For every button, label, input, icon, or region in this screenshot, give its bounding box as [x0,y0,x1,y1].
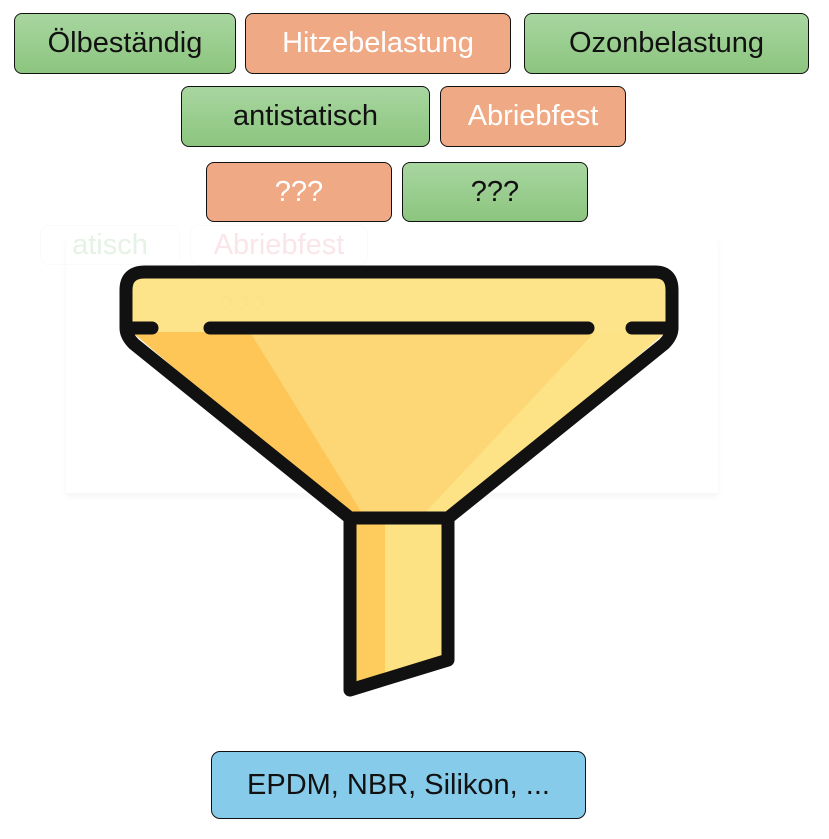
ghost-tag-abriebfest: Abriebfest [190,225,368,265]
property-tag-ozone-load: Ozonbelastung [524,13,809,74]
property-tag-abrasion-resistant: Abriebfest [440,86,626,147]
property-tag-unknown-2: ??? [402,162,588,222]
property-tag-antistatic: antistatisch [181,86,430,147]
result-materials-box: EPDM, NBR, Silikon, ... [211,751,586,819]
ghost-tag-antistatisch: atisch [40,225,180,265]
property-tag-heat-load: Hitzebelastung [245,13,511,74]
property-tag-oil-resistant: Ölbeständig [14,13,236,74]
property-tag-unknown-1: ??? [206,162,392,222]
